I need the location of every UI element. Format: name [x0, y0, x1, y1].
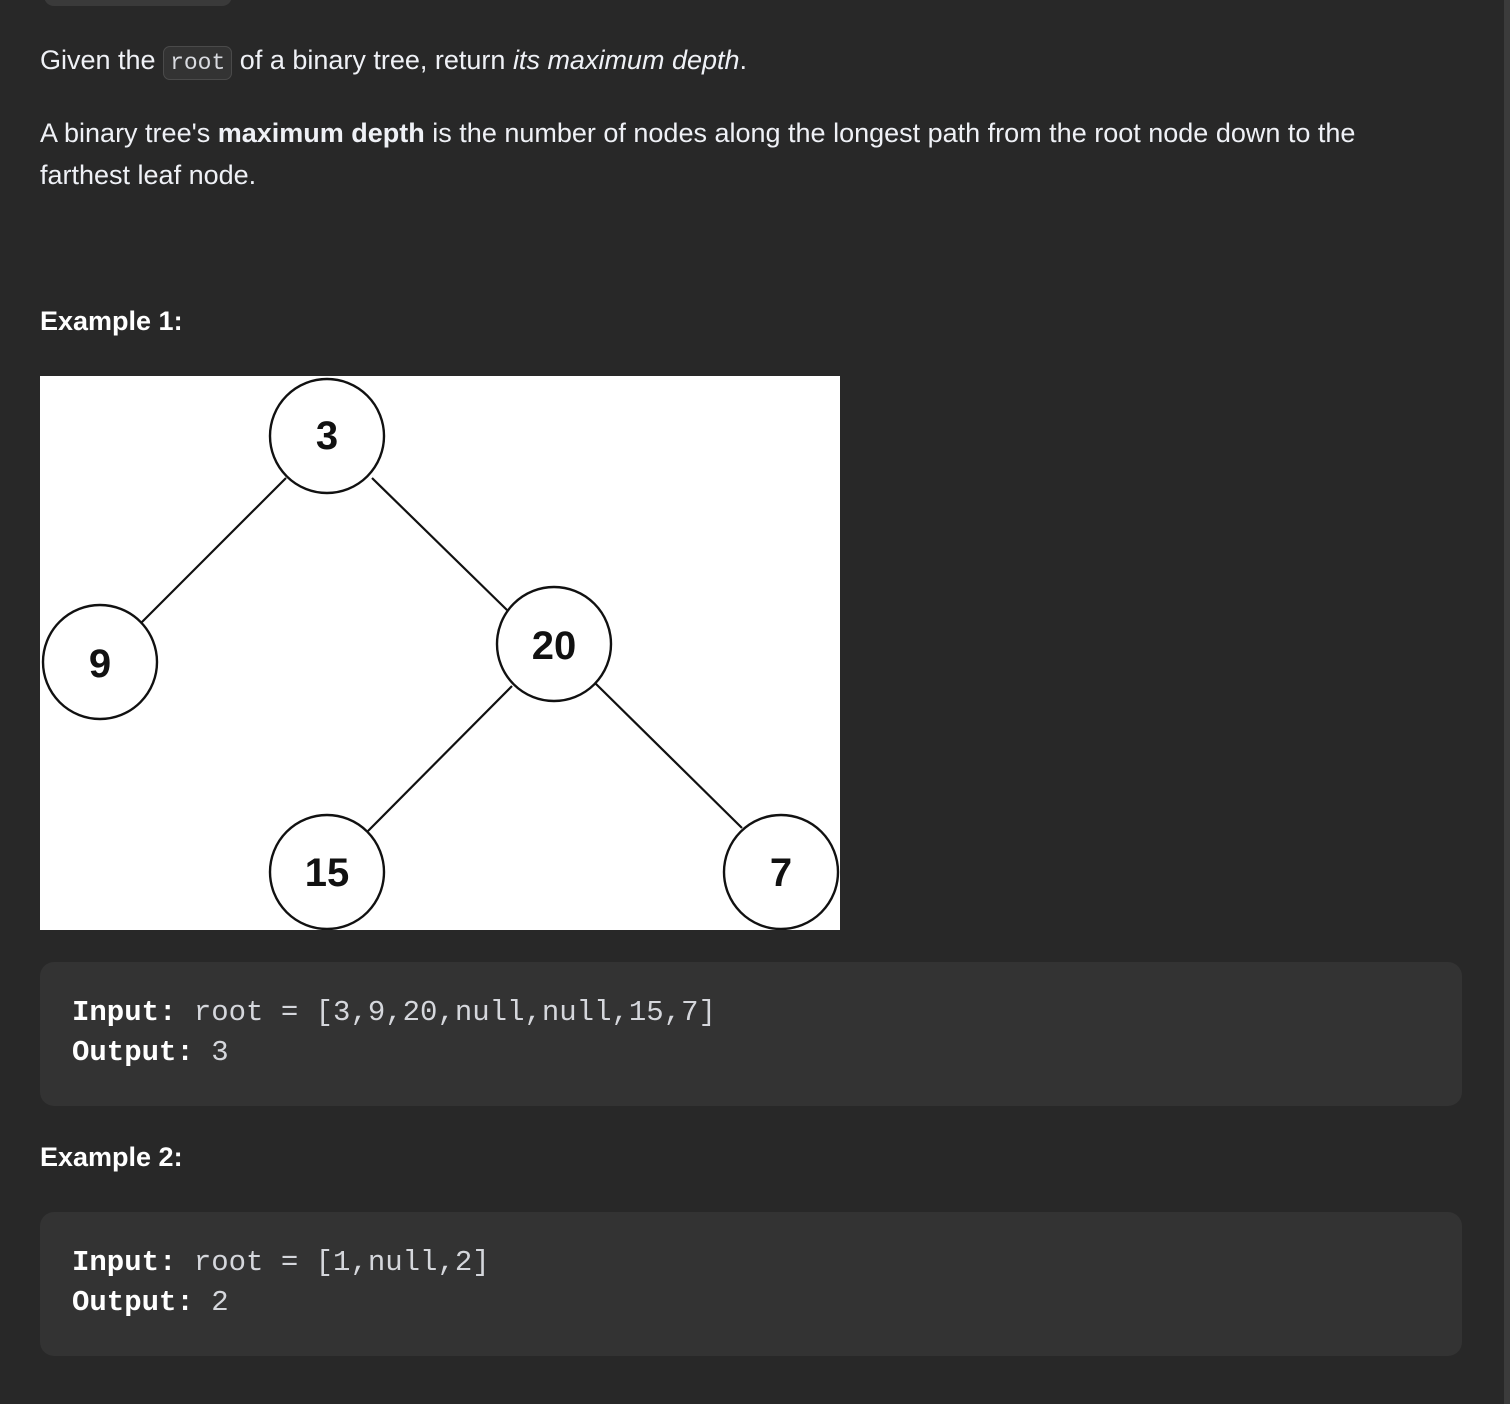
output-value: 3 — [193, 1036, 229, 1069]
input-value: root = [1,null,2] — [176, 1246, 490, 1279]
output-label: Output: — [72, 1286, 194, 1319]
example-1-heading: Example 1: — [40, 306, 183, 336]
example-1-code-block: Input: root = [3,9,20,null,null,15,7] Ou… — [40, 962, 1462, 1106]
example-2-heading: Example 2: — [40, 1142, 183, 1172]
binary-tree-diagram: 3 9 20 15 7 — [41, 377, 840, 930]
text-emphasis: its maximum depth — [512, 45, 740, 75]
description-paragraph-2: A binary tree's maximum depth is the num… — [40, 112, 1440, 196]
input-value: root = [3,9,20,null,null,15,7] — [176, 996, 716, 1029]
text-p2-prefix: A binary tree's — [40, 118, 218, 148]
example-1-input-line: Input: root = [3,9,20,null,null,15,7] — [72, 996, 716, 1029]
example-1-tree-image: 3 9 20 15 7 — [40, 376, 840, 930]
right-scroll-edge — [1504, 0, 1510, 1404]
tree-node-circle-9 — [41, 603, 159, 721]
input-label: Input: — [72, 996, 177, 1029]
tree-node-label-9: 9 — [89, 642, 111, 686]
output-label: Output: — [72, 1036, 194, 1069]
tree-node-label-3: 3 — [316, 414, 338, 458]
tree-node-circle-20 — [495, 585, 613, 703]
tree-node-label-7: 7 — [770, 851, 792, 895]
text-p2-bold: maximum depth — [217, 118, 425, 148]
tree-node-label-20: 20 — [532, 624, 577, 668]
output-value: 2 — [193, 1286, 229, 1319]
input-label: Input: — [72, 1246, 177, 1279]
edge-20-15 — [367, 685, 513, 832]
example-2-code-block: Input: root = [1,null,2] Output: 2 — [40, 1212, 1462, 1356]
edge-20-7 — [593, 681, 743, 829]
example-2-output-line: Output: 2 — [72, 1286, 229, 1319]
code-root: root — [163, 46, 233, 80]
text-period: . — [739, 45, 748, 75]
top-tab-pill — [44, 0, 232, 6]
tree-node-circle-7 — [722, 813, 840, 930]
text-given: Given the — [40, 45, 164, 75]
description-paragraph-1: Given the root of a binary tree, return … — [40, 40, 747, 83]
edge-3-9 — [140, 477, 287, 624]
example-2-input-line: Input: root = [1,null,2] — [72, 1246, 490, 1279]
text-rest: of a binary tree, return — [232, 45, 513, 75]
example-1-output-line: Output: 3 — [72, 1036, 229, 1069]
edge-3-20 — [371, 477, 508, 611]
tree-node-label-15: 15 — [305, 851, 350, 895]
text-p2-rest: is the number of nodes along the longest… — [40, 118, 1356, 190]
tree-node-circle-3 — [268, 377, 386, 495]
tree-node-circle-15 — [268, 813, 386, 930]
